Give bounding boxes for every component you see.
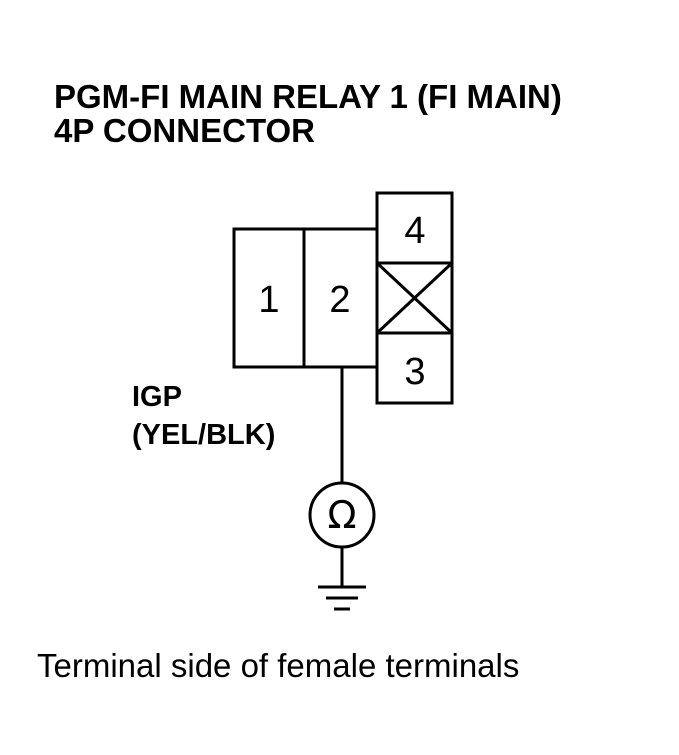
pin-4-label: 4	[404, 210, 425, 252]
pin-1-label: 1	[258, 279, 279, 321]
ohm-symbol: Ω	[327, 493, 356, 537]
connector-side-housing	[375, 191, 454, 405]
4p-connector	[232, 191, 454, 405]
pin-2-label: 2	[329, 279, 350, 321]
ground-symbol-icon	[318, 585, 366, 611]
wire-signal-label: IGP	[132, 381, 182, 413]
ohmmeter-icon: Ω	[308, 481, 376, 549]
wire-color-label: (YEL/BLK)	[132, 419, 275, 451]
diagram-title-line-2: 4P CONNECTOR	[54, 112, 315, 149]
empty-cavity-x-mark	[375, 261, 454, 335]
diagram-title-line-1: PGM-FI MAIN RELAY 1 (FI MAIN)	[54, 78, 562, 115]
pin-3-label: 3	[404, 351, 425, 393]
diagram-caption: Terminal side of female terminals	[37, 647, 519, 684]
